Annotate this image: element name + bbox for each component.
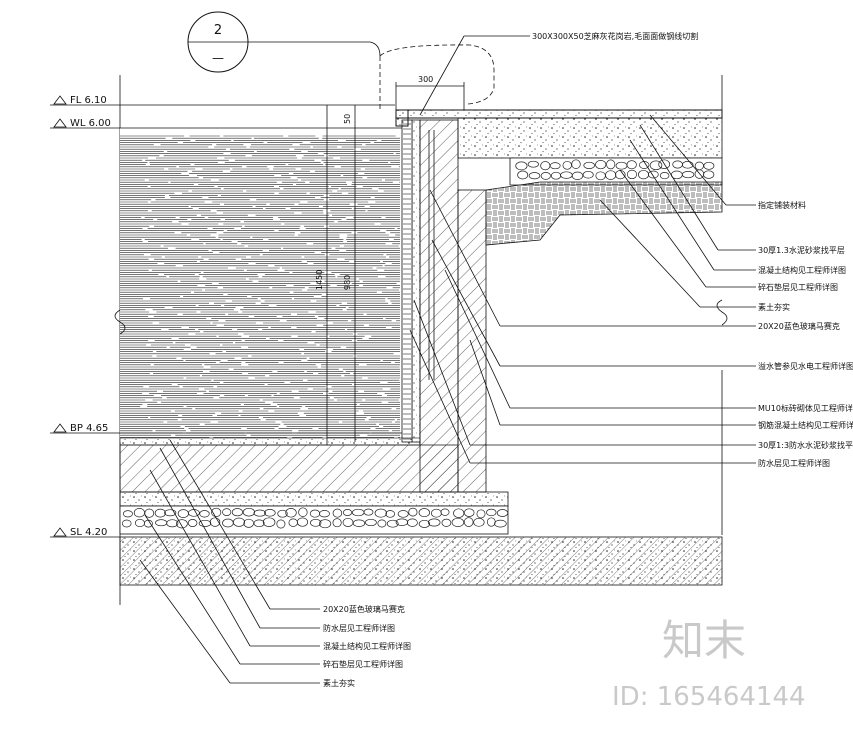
- level-bp: BP 4.65: [70, 423, 108, 434]
- dim-1450: 1450: [315, 270, 324, 290]
- right-label-11: 防水层见工程师详图: [758, 458, 830, 468]
- right-label-8: MU10标砖砌体见工程师详图: [758, 403, 853, 413]
- right-label-9: 钢筋混凝土结构见工程师详图: [758, 420, 853, 430]
- right-label-5: 素土夯实: [758, 302, 790, 312]
- section-number: 2: [214, 23, 222, 38]
- level-wl: WL 6.00: [70, 118, 111, 129]
- right-label-3: 混凝土结构见工程师详图: [758, 265, 846, 275]
- pool-water: [120, 128, 402, 442]
- break-mark-left: [114, 309, 126, 335]
- watermark-id: ID: 165464144: [612, 682, 806, 712]
- top-note-text: 300X300X50芝麻灰花岗岩,毛面面做钢线切割: [532, 31, 698, 41]
- top-note: 300X300X50芝麻灰花岗岩,毛面面做钢线切割: [419, 31, 698, 116]
- coping-nose: [395, 109, 409, 127]
- bottom-label-4: 碎石垫层见工程师详图: [323, 659, 403, 669]
- level-fl: FL 6.10: [70, 95, 107, 106]
- floor-mosaic-tile: [119, 437, 421, 446]
- wall-brick-masonry: [419, 119, 459, 493]
- dim-300: 300: [418, 75, 433, 84]
- level-sl: SL 4.20: [70, 527, 107, 538]
- dim-980: 980: [343, 275, 352, 290]
- section-sub: —: [212, 51, 224, 65]
- right-label-2: 30厚1.3水泥砂浆找平层: [758, 245, 845, 255]
- pool-floor-slab: [119, 444, 459, 493]
- section-marker: 2 —: [187, 11, 495, 110]
- floor-gravel-layer: [119, 505, 509, 535]
- paving-concrete-slab: [457, 117, 723, 159]
- right-label-6: 20X20蓝色玻璃马赛克: [758, 321, 840, 331]
- right-label-1: 指定铺装材料: [758, 200, 806, 210]
- bottom-callouts: 20X20蓝色玻璃马赛克 防水层见工程师详图 混凝土结构见工程师详图 碎石垫层见…: [139, 439, 411, 688]
- floor-screed-layer: [119, 491, 509, 507]
- right-label-4: 碎石垫层见工程师详图: [758, 282, 838, 292]
- bottom-label-1: 20X20蓝色玻璃马赛克: [323, 604, 405, 614]
- dimension-lines: 300 50 1450 980: [315, 75, 465, 445]
- bottom-label-3: 混凝土结构见工程师详图: [323, 641, 411, 651]
- dim-50: 50: [343, 114, 352, 124]
- paving-compacted-soil: [485, 181, 723, 246]
- right-label-10: 30厚1:3防水水泥砂浆找平层: [758, 440, 853, 450]
- bottom-label-2: 防水层见工程师详图: [323, 623, 395, 633]
- right-callouts: 指定铺装材料 30厚1.3水泥砂浆找平层 混凝土结构见工程师详图 碎石垫层见工程…: [409, 114, 853, 468]
- compacted-soil-texture: [120, 537, 722, 585]
- wall-mortar-layer: [411, 119, 421, 443]
- coping-granite: [395, 109, 723, 119]
- wall-rc-structure: [457, 189, 487, 493]
- break-mark-right: [716, 299, 728, 326]
- right-label-7: 溢水管参见水电工程师详图: [758, 361, 853, 371]
- watermark-logo: 知末: [662, 616, 746, 665]
- level-marks: FL 6.10 WL 6.00 BP 4.65 SL 4.20: [50, 95, 402, 538]
- bottom-label-5: 素土夯实: [323, 678, 355, 688]
